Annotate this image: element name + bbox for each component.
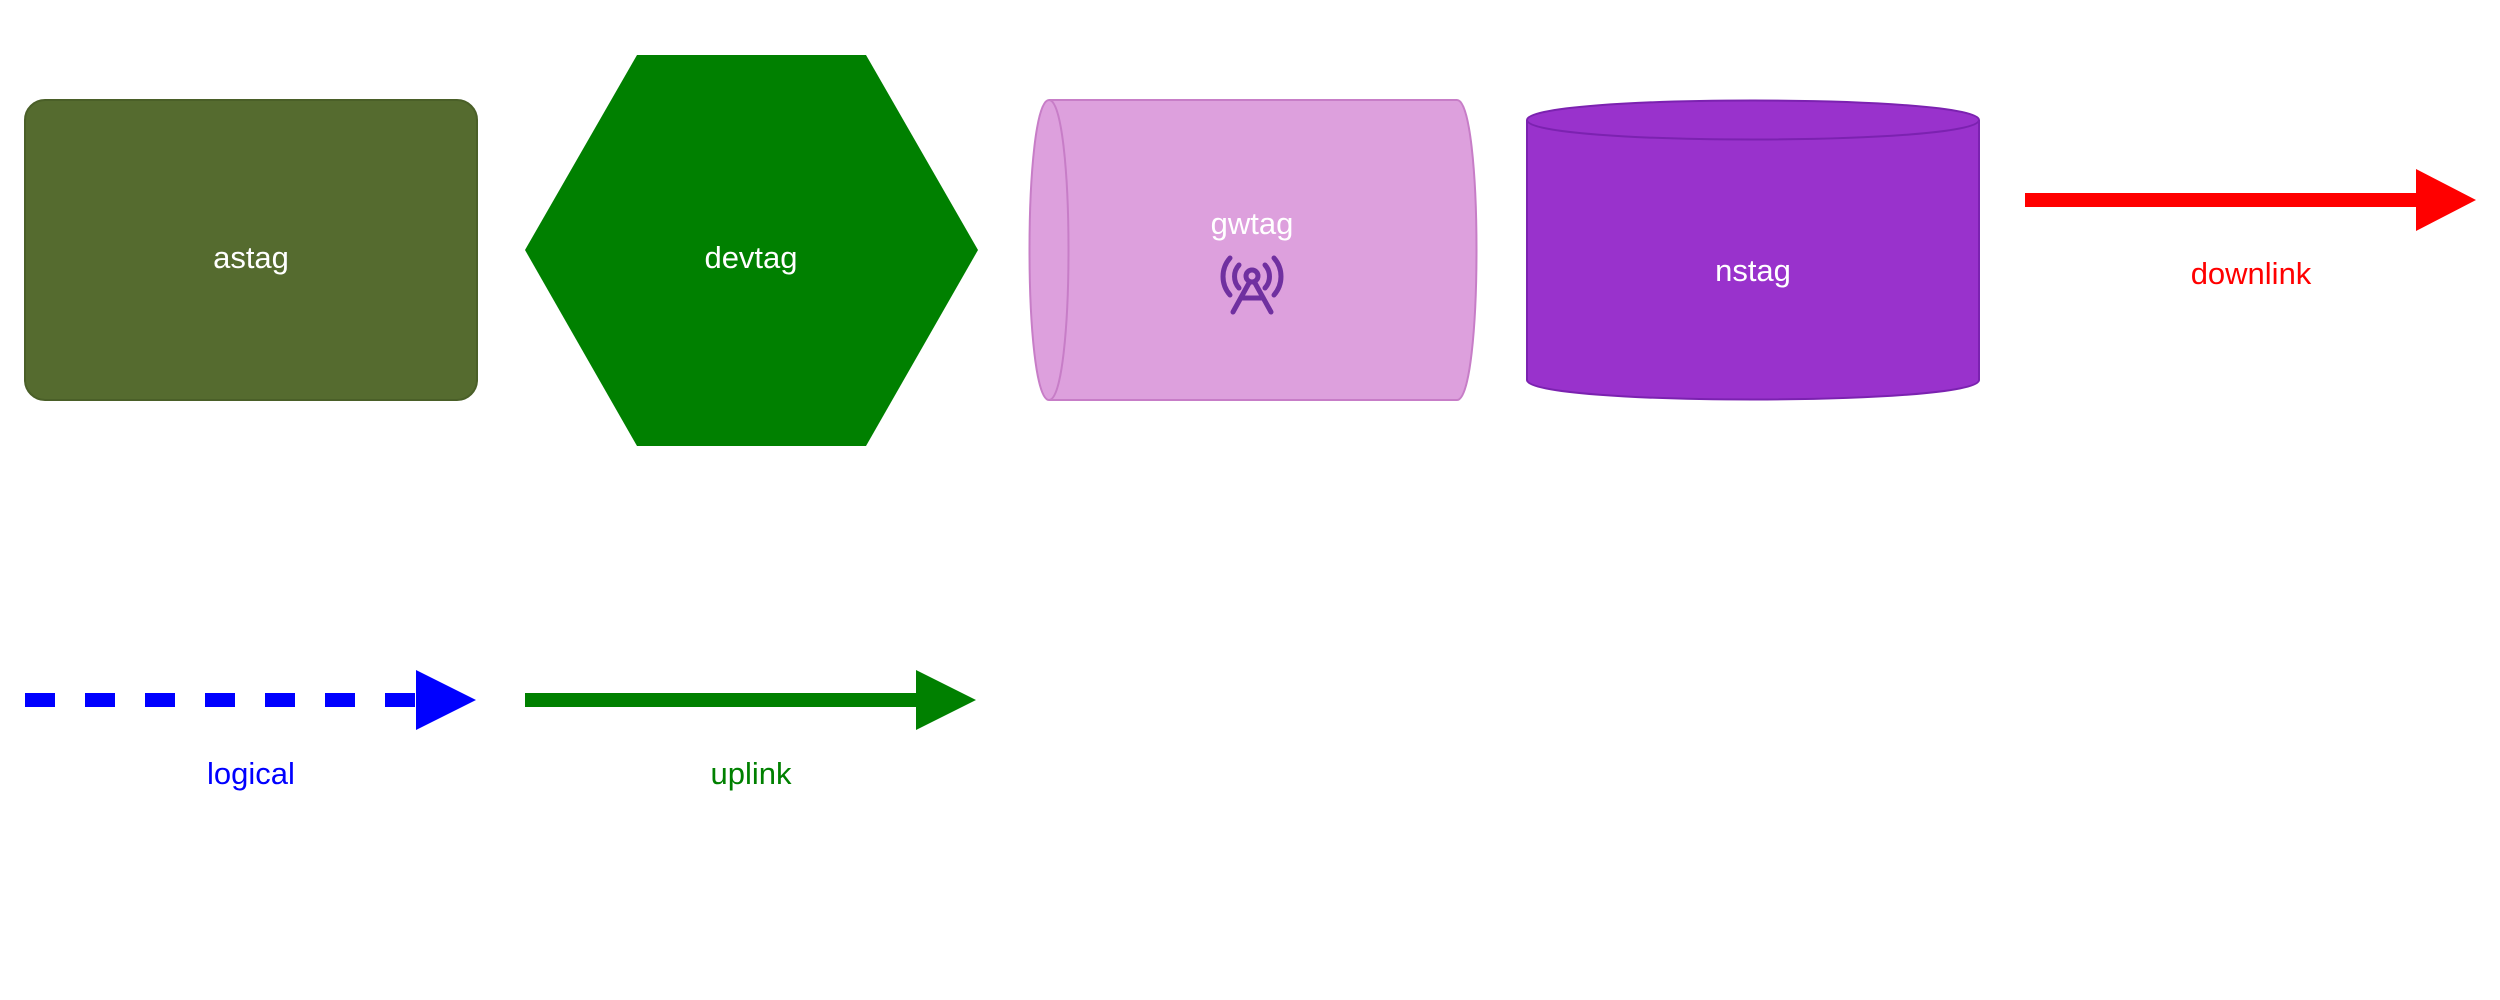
gwtag-end-cap [1048,99,1070,401]
tower-wave-right-inner [1262,262,1272,291]
astag-node[interactable]: astag [24,99,478,401]
tower-wave-left-inner [1232,262,1242,291]
logical-edge[interactable]: logical [25,670,476,791]
gwtag-node[interactable]: gwtag [1028,99,1478,401]
downlink-edge[interactable]: downlink [2025,169,2476,291]
astag-shape [24,99,478,401]
tower-top-circle [1243,267,1261,285]
gwtag-shape [1028,99,1478,401]
uplink-label: uplink [711,756,792,791]
tower-wave-right-outer [1271,255,1284,298]
cell-tower-icon [1220,255,1284,315]
nstag-shape [1526,99,1980,401]
gwtag-label: gwtag [1211,206,1294,241]
nstag-label: nstag [1715,253,1791,288]
logical-label: logical [207,756,295,791]
uplink-arrowhead [916,670,976,730]
devtag-label: devtag [704,240,797,275]
astag-label: astag [213,240,289,275]
nstag-node[interactable]: nstag [1526,99,1980,401]
tower-wave-left-outer [1220,255,1233,298]
devtag-shape [525,55,978,446]
downlink-label: downlink [2191,256,2312,291]
nstag-top-rim [1526,119,1980,141]
logical-arrowhead [416,670,476,730]
uplink-edge[interactable]: uplink [525,670,976,791]
downlink-arrowhead [2416,169,2476,231]
devtag-node[interactable]: devtag [525,55,978,446]
